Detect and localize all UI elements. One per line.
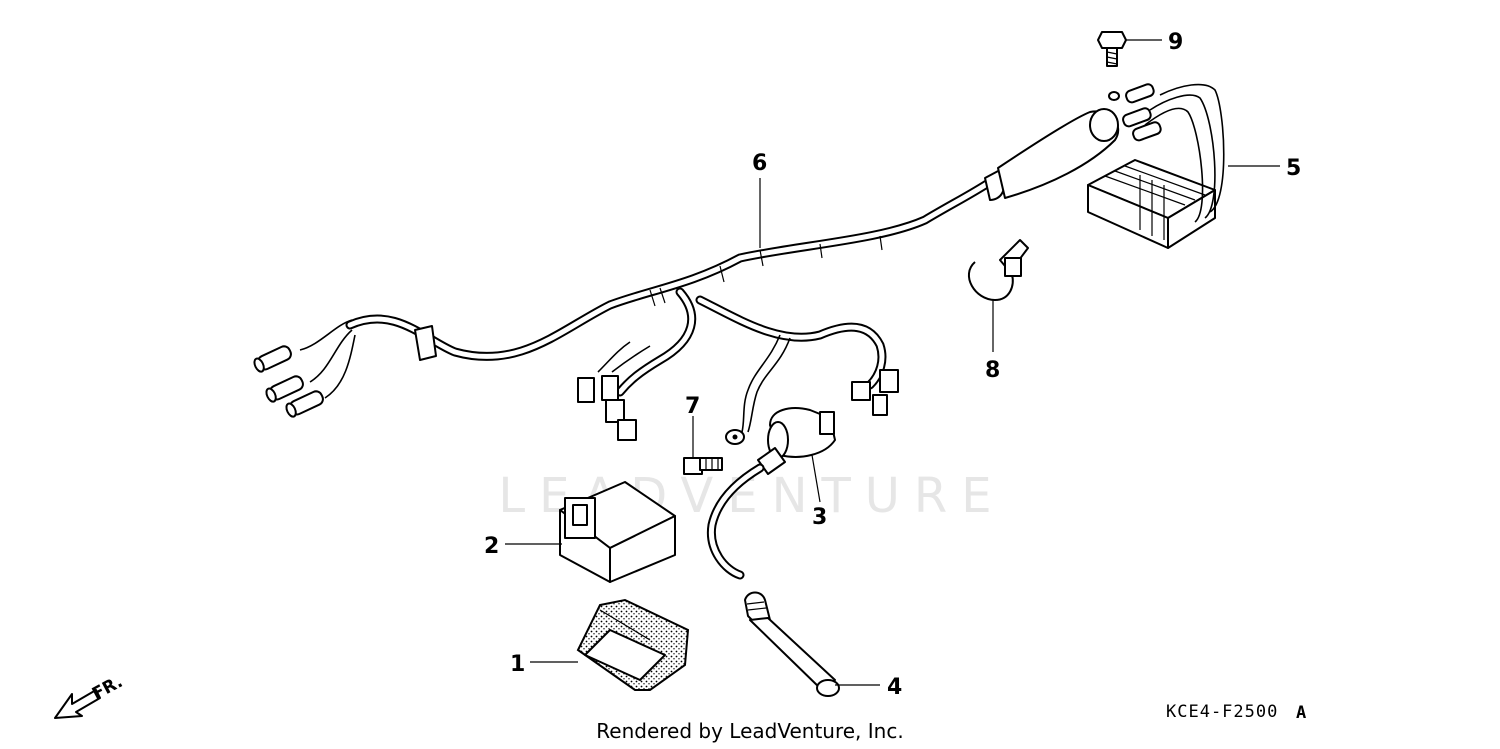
callout-7: 7	[685, 394, 700, 419]
callout-6: 6	[752, 151, 767, 176]
wire-harness	[253, 108, 1120, 445]
part-9-screw	[1097, 31, 1127, 67]
callout-4: 4	[887, 675, 902, 700]
callout-8: 8	[985, 358, 1000, 383]
part-4-spark-plug-cap	[744, 591, 840, 697]
part-8-cable-band	[968, 239, 1029, 301]
callout-leaders	[505, 39, 1280, 686]
part-7-bolt	[683, 457, 723, 475]
callout-3: 3	[812, 505, 827, 530]
footer-credit: Rendered by LeadVenture, Inc.	[596, 719, 903, 743]
part-3-ignition-coil	[706, 407, 836, 580]
callout-9: 9	[1168, 30, 1183, 55]
callout-1: 1	[510, 652, 525, 677]
callout-2: 2	[484, 534, 499, 559]
part-2-control-unit	[559, 481, 676, 583]
callout-5: 5	[1286, 156, 1301, 181]
diagram-code-suffix: A	[1296, 703, 1307, 723]
part-5-regulator-rectifier	[1087, 83, 1225, 249]
part-1-rubber-mount	[576, 598, 690, 691]
diagram-code: KCE4-F2500	[1166, 702, 1278, 722]
front-direction-arrow-icon	[54, 689, 101, 719]
